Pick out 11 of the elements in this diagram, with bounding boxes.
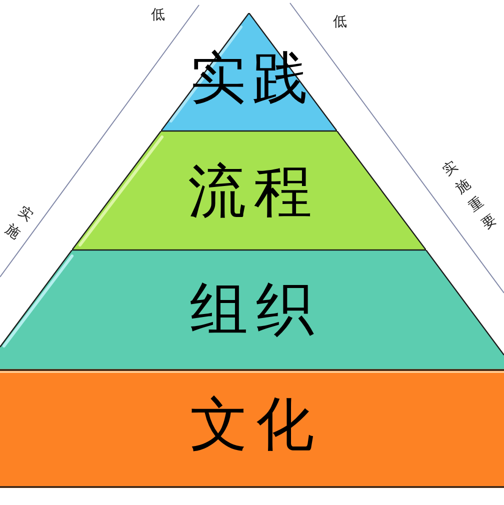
guide-label: 低 — [151, 8, 165, 22]
tier-label: 流程 — [187, 162, 320, 220]
base-band — [0, 369, 504, 488]
guide-label: 低 — [333, 15, 347, 29]
tier-label: 文化 — [189, 395, 322, 453]
tier-label: 组织 — [189, 280, 322, 338]
pyramid-tier — [72, 131, 426, 250]
pyramid-tier — [0, 250, 504, 369]
guide-label: 实施 — [1, 202, 37, 244]
tier-label: 实践 — [189, 51, 314, 107]
guide-label: 实施重要 — [439, 157, 501, 235]
